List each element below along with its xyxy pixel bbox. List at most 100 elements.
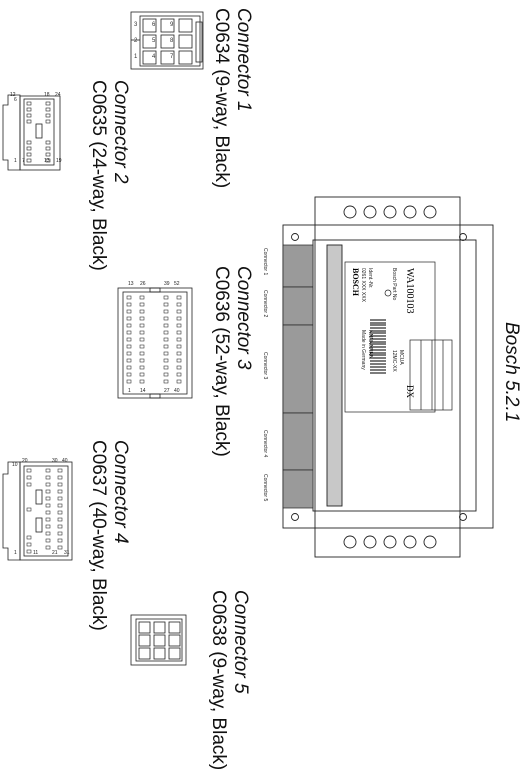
connector-4-key — [35, 489, 43, 505]
connector-1-inner — [139, 15, 201, 67]
connector-5-pin — [138, 634, 151, 647]
connector-1-pin-label: 5 — [152, 38, 156, 44]
connector-4-pin-label: 20 — [22, 458, 28, 464]
connector-1-pin — [178, 18, 193, 33]
ecu-screw — [459, 513, 467, 521]
connector-3-pin-label: 13 — [128, 281, 134, 287]
ecu-mount-hole — [423, 535, 437, 549]
ecu-mount-hole — [403, 535, 417, 549]
connector-4-pin-label: 21 — [52, 550, 58, 556]
ecu-label-line: MCUA — [398, 350, 404, 365]
ecu-brand-logo — [384, 289, 392, 297]
connector-3-pins — [126, 295, 182, 384]
connector-1-diagram — [130, 11, 204, 70]
connector-2-pin-label: 24 — [55, 92, 61, 98]
connector-1-pin-label: 1 — [134, 54, 138, 60]
connector-1-pin — [142, 34, 157, 49]
ecu-label-line: 0261 XXX XXX — [360, 268, 366, 303]
connector-4-diagram — [2, 461, 73, 561]
connector-3-pin-label: 39 — [164, 281, 170, 287]
connector-3-key-bottom — [149, 393, 161, 399]
ecu-label-strip — [326, 244, 343, 507]
connector-5-pin — [168, 634, 181, 647]
connector-2-pin-label: 18 — [44, 92, 50, 98]
connector-1-pin-label: 8 — [170, 38, 174, 44]
connector-5-pin — [138, 647, 151, 660]
connector-4-latch — [2, 461, 21, 561]
connector-1-pin — [160, 34, 175, 49]
connector-4-pin-label: 31 — [64, 550, 70, 556]
connector-2-pin-label: 12 — [10, 92, 16, 98]
ecu-diagram — [282, 196, 494, 558]
connector-5-pin — [153, 621, 166, 634]
ecu-label-panel — [344, 261, 436, 413]
connector-4-key — [35, 517, 43, 533]
connector-4-pins — [26, 468, 63, 554]
ecu-connector-2-block — [282, 286, 314, 326]
connector-4-pin-label: 11 — [33, 550, 38, 556]
connector-1-pin-label: 4 — [152, 54, 156, 60]
connector-1-pin-label: 6 — [152, 22, 156, 28]
connector-2-inner — [23, 98, 55, 166]
connector-5-inner — [135, 618, 183, 662]
connector-5-pin — [168, 647, 181, 660]
connector-2-pin-label: 13 — [44, 158, 50, 164]
ecu-brand: BOSCH — [351, 268, 360, 297]
connector-1-pin-label: 2 — [134, 38, 138, 44]
ecu-mount-hole — [383, 535, 397, 549]
connector-3-diagram — [117, 287, 193, 399]
connector-5-diagram — [130, 614, 187, 666]
ecu-mount-hole — [343, 205, 357, 219]
connector-2-diagram — [2, 94, 61, 171]
connector-2-pin-label: 6 — [14, 97, 17, 103]
ecu-barcode — [370, 319, 386, 374]
connector-1-latch — [195, 21, 203, 63]
ecu-mount-hole — [363, 535, 377, 549]
connector-4-inner — [23, 465, 69, 557]
connector-3-inner — [122, 291, 188, 395]
ecu-code: DX — [405, 385, 415, 398]
connector-3-pin-label: 26 — [140, 281, 146, 287]
ecu-label — [344, 261, 453, 413]
connector-1-pin — [142, 50, 157, 65]
ecu-connector-label: Connector 5 — [262, 474, 268, 501]
ecu-screw — [291, 233, 299, 241]
ecu-label-line: 12MC-XX — [391, 350, 397, 372]
ecu-part-number: WA100103 — [404, 268, 415, 314]
connector-2-pins — [26, 101, 51, 163]
connector-2-body — [19, 95, 61, 171]
ecu-label-box — [409, 339, 453, 411]
connector-4-pin-label: 30 — [52, 458, 58, 464]
ecu-connector-label: Connector 1 — [262, 248, 268, 275]
ecu-mount-hole — [423, 205, 437, 219]
connector-1-pin — [160, 18, 175, 33]
ecu-connector-label: Connector 2 — [262, 290, 268, 317]
connector-1-pin — [178, 34, 193, 49]
ecu-connector-blocks — [282, 244, 314, 509]
connector-5-pin — [153, 634, 166, 647]
connector-4-body — [19, 461, 73, 561]
connector-2-pin-label: 7 — [22, 158, 25, 164]
connector-5-pin — [138, 621, 151, 634]
connector-4-pin-label: 10 — [12, 462, 18, 468]
ecu-mounting-plate — [314, 196, 461, 558]
connector-5-pin — [168, 621, 181, 634]
ecu-mount-hole — [363, 205, 377, 219]
connector-3-pin-label: 1 — [128, 388, 131, 394]
ecu-label-line: NNNNNNNN — [367, 330, 373, 359]
ecu-mount-hole — [343, 535, 357, 549]
ecu-mount-hole — [383, 205, 397, 219]
connector-3-pin-label: 40 — [174, 388, 180, 394]
connector-1-pin — [178, 50, 193, 65]
ecu-label-line: Made in Germany — [360, 330, 366, 370]
ecu-label-line: Bosch Part No — [391, 268, 397, 300]
ecu-screw — [291, 513, 299, 521]
connector-3-key-top — [149, 287, 161, 293]
connector-1-pin-label: 3 — [134, 22, 138, 28]
ecu-screw — [459, 233, 467, 241]
ecu-housing — [282, 224, 494, 529]
connector-2-pin-label: 1 — [14, 158, 17, 164]
ecu-label-line: Ident.-Nr. — [367, 268, 373, 289]
connector-1-pin-label: 9 — [170, 22, 174, 28]
